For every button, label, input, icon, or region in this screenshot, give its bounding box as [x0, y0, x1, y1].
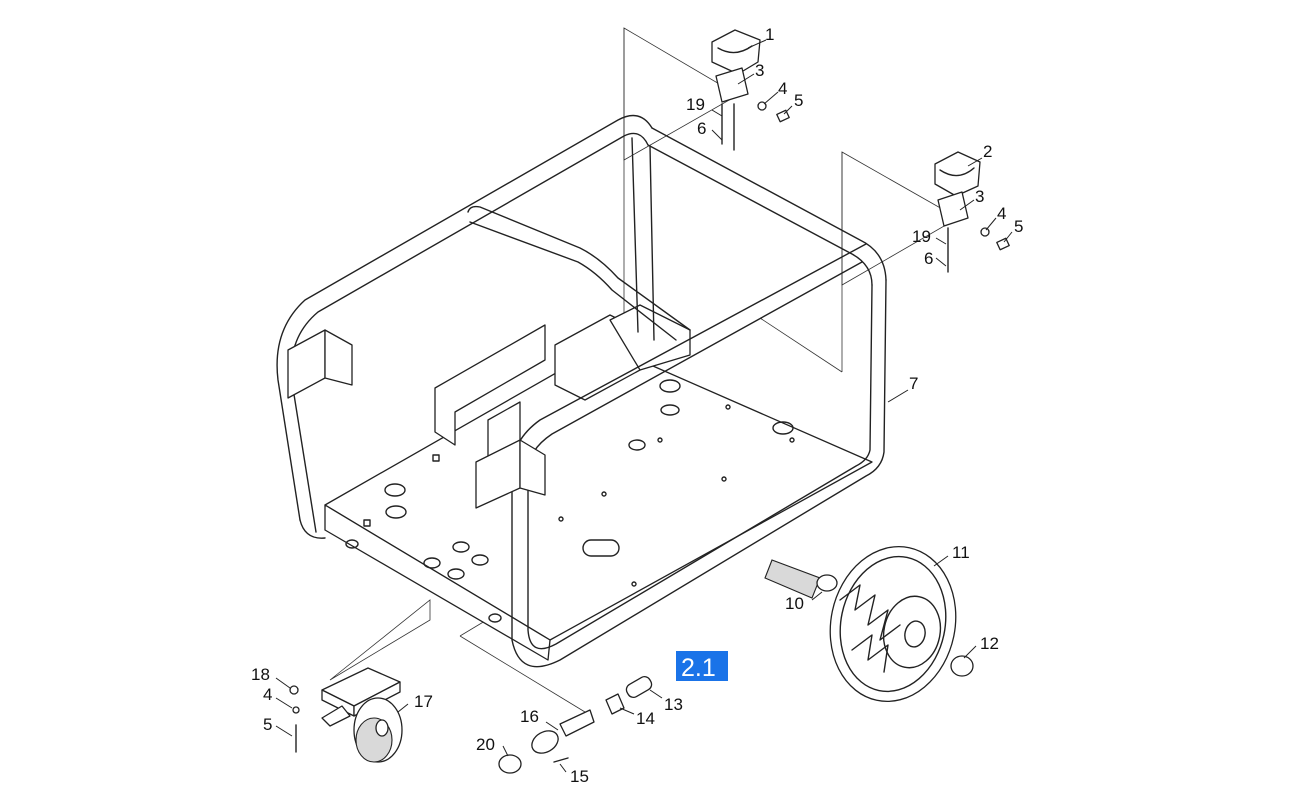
- callout-5: 5: [1014, 217, 1023, 236]
- callout-20: 20: [476, 735, 495, 754]
- leader-lines: [275, 39, 1013, 773]
- callout-2: 2: [983, 142, 992, 161]
- handle-grip-top: [711, 29, 790, 151]
- callout-6: 6: [697, 119, 706, 138]
- callout-14: 14: [636, 709, 655, 728]
- callout-5: 5: [794, 91, 803, 110]
- callout-16: 16: [520, 707, 539, 726]
- caster-wheel: [289, 667, 403, 763]
- callout-1: 1: [765, 25, 774, 44]
- callout-15: 15: [570, 767, 589, 786]
- callout-labels: 1 3 4 5 19 6 2 3 4 5 19 6 7 11 10 12 13 …: [251, 25, 1023, 786]
- highlight-box[interactable]: [676, 651, 728, 681]
- callout-11: 11: [952, 543, 970, 562]
- callout-5: 5: [263, 715, 272, 734]
- highlight-badge[interactable]: 2.1: [676, 651, 728, 682]
- callout-4: 4: [997, 204, 1006, 223]
- callout-13: 13: [664, 695, 683, 714]
- callout-4: 4: [263, 685, 272, 704]
- handle-grip-right: [934, 151, 1010, 273]
- tube-frame: [276, 114, 887, 668]
- callout-4: 4: [778, 79, 787, 98]
- callout-3: 3: [975, 187, 984, 206]
- highlight-label: 2.1: [681, 654, 716, 682]
- callout-19: 19: [912, 227, 931, 246]
- callout-10: 10: [785, 594, 804, 613]
- callout-12: 12: [980, 634, 999, 653]
- callout-3: 3: [755, 61, 764, 80]
- callout-19: 19: [686, 95, 705, 114]
- callout-18: 18: [251, 665, 270, 684]
- callout-6: 6: [924, 249, 933, 268]
- callout-17: 17: [414, 692, 433, 711]
- wheel-assembly: [764, 545, 974, 703]
- callout-7: 7: [909, 374, 918, 393]
- frame-base-plate: [324, 304, 873, 661]
- pipe-fittings: [498, 675, 653, 774]
